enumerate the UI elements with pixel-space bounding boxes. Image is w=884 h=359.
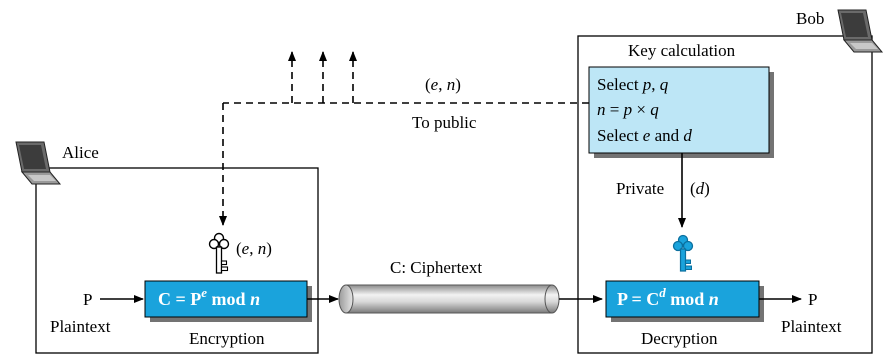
public-key-icon — [208, 232, 230, 274]
alice-label: Alice — [62, 143, 99, 162]
bob-label: Bob — [796, 9, 824, 28]
decryption-formula: P = Cd mod n — [617, 285, 719, 309]
ciphertext-channel-pipe — [338, 284, 560, 314]
encryption-formula-box — [144, 280, 308, 318]
plaintext-input-label: Plaintext — [50, 317, 111, 336]
key-calculation-box — [588, 66, 770, 154]
bob-laptop-icon — [837, 9, 884, 53]
key-calc-line-2: n = p × q — [597, 100, 659, 119]
key-calc-line-1: Select p, q — [597, 75, 669, 94]
private-label: Private — [616, 179, 664, 198]
decryption-label: Decryption — [641, 329, 718, 348]
private-key-icon — [672, 234, 694, 272]
to-public-label: To public — [412, 113, 477, 132]
key-calculation-title: Key calculation — [628, 41, 736, 60]
alice-laptop-icon — [15, 141, 62, 185]
ciphertext-label: C: Ciphertext — [390, 258, 482, 277]
private-key-value: (d) — [690, 179, 710, 198]
key-calc-line-3: Select e and d — [597, 126, 692, 145]
plaintext-output-p: P — [808, 290, 817, 309]
public-key-value: (e, n) — [425, 75, 461, 94]
alice-key-label: (e, n) — [236, 239, 272, 258]
plaintext-input-p: P — [83, 290, 92, 309]
plaintext-output-label: Plaintext — [781, 317, 842, 336]
encryption-formula: C = Pe mod n — [158, 285, 260, 309]
encryption-label: Encryption — [189, 329, 265, 348]
bob-frame — [577, 35, 873, 354]
alice-frame — [35, 167, 319, 354]
